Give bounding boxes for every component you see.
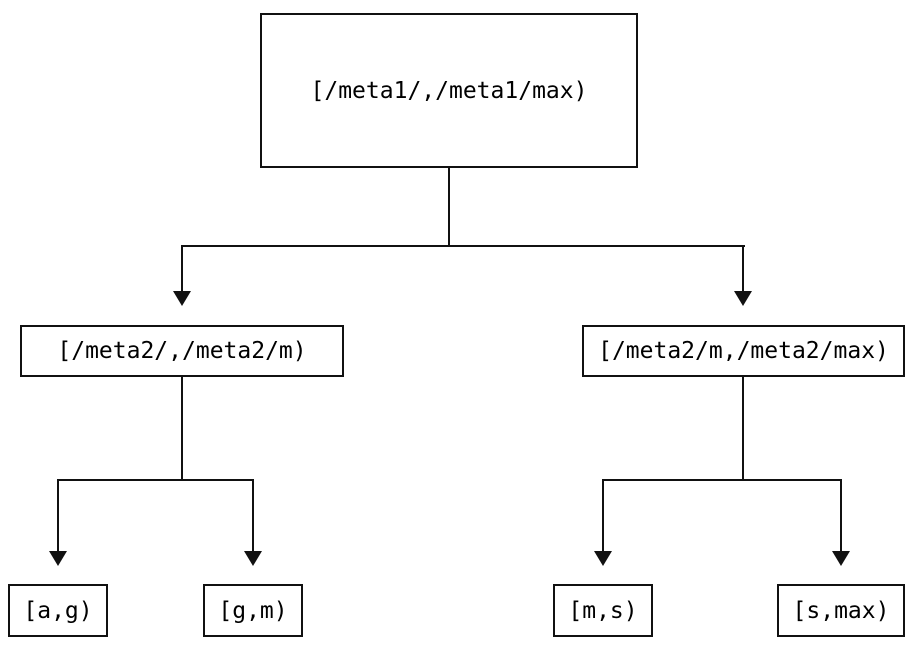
arrowhead-down-icon (173, 291, 191, 306)
edge-root-left-stub-line (181, 245, 183, 291)
node-meta1-range: [/meta1/,/meta1/max) (260, 13, 638, 168)
edge-meta2-high-horizontal-line (602, 479, 842, 481)
edge-meta2-low-horizontal-line (57, 479, 254, 481)
arrowhead-down-icon (832, 551, 850, 566)
node-leaf-a-g: [a,g) (8, 584, 108, 637)
edge-root-trunk-line (448, 168, 450, 246)
edge-root-right-stub-line (742, 245, 744, 291)
node-leaf-s-max: [s,max) (777, 584, 905, 637)
edge-meta2-high-left-stub-line (602, 479, 604, 551)
edge-meta2-low-trunk-line (181, 377, 183, 481)
arrowhead-down-icon (594, 551, 612, 566)
arrowhead-down-icon (49, 551, 67, 566)
node-meta2-low-range: [/meta2/,/meta2/m) (20, 325, 344, 377)
node-meta2-high-range: [/meta2/m,/meta2/max) (582, 325, 905, 377)
arrowhead-down-icon (244, 551, 262, 566)
edge-meta2-low-right-stub-line (252, 479, 254, 551)
edge-meta2-low-left-stub-line (57, 479, 59, 551)
node-leaf-g-m: [g,m) (203, 584, 303, 637)
edge-meta2-high-right-stub-line (840, 479, 842, 551)
edge-root-horizontal-line (181, 245, 745, 247)
arrowhead-down-icon (734, 291, 752, 306)
edge-meta2-high-trunk-line (742, 377, 744, 481)
node-leaf-m-s: [m,s) (553, 584, 653, 637)
